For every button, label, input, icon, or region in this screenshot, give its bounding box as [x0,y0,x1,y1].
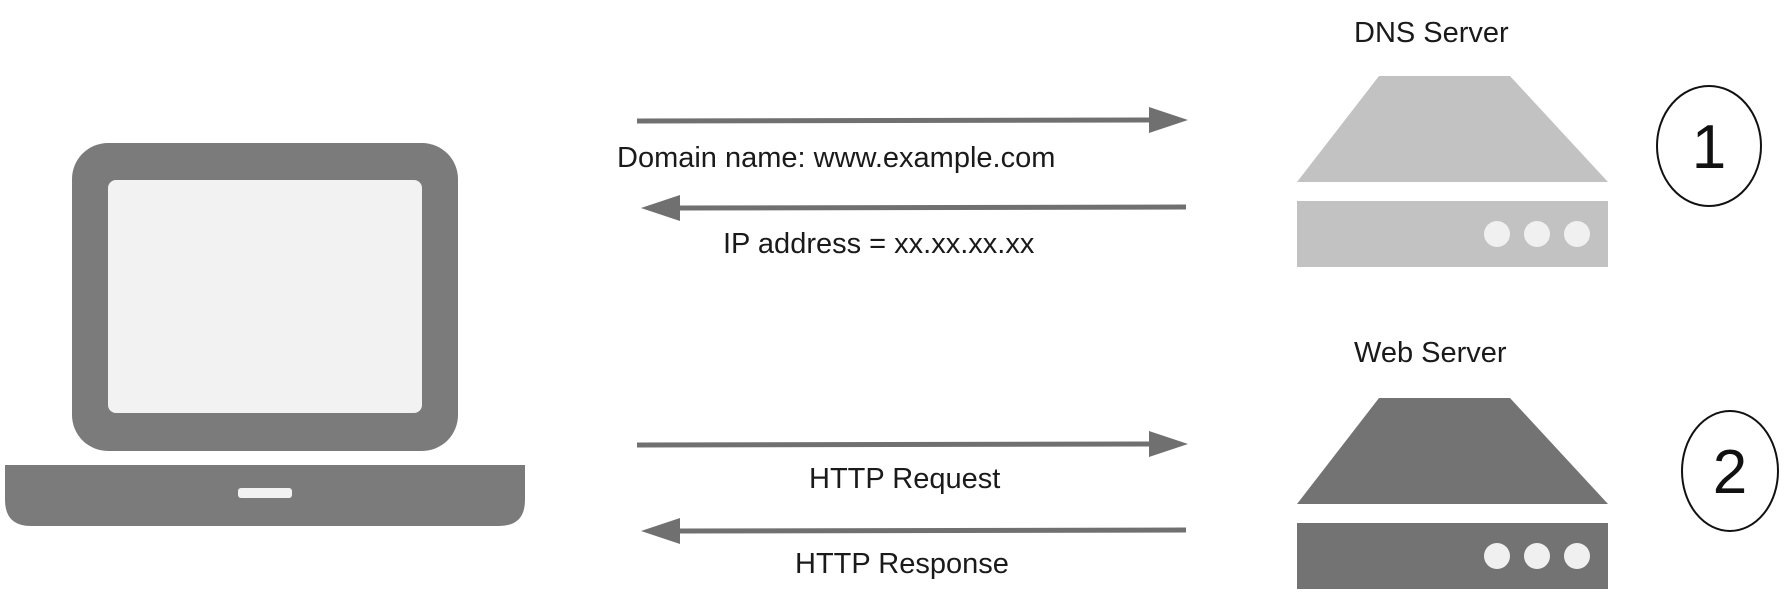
web-server-base [1297,523,1608,589]
http-response-arrow [641,518,1187,544]
web-server-top [1297,398,1608,504]
step-2-badge: 2 [1681,410,1779,532]
laptop-screen [108,180,422,413]
dns-server-light [1484,221,1510,247]
laptop-icon [5,143,525,526]
dns-server-light [1524,221,1550,247]
dns-request-arrow [636,107,1188,133]
step-2-number: 2 [1713,438,1747,507]
dns-server-base [1297,201,1608,267]
laptop-touchpad-slot [238,488,292,498]
web-server-label: Web Server [1354,337,1507,369]
dns-request-label: Domain name: www.example.com [617,142,1055,174]
http-request-label: HTTP Request [809,463,1000,495]
dns-server-light [1564,221,1590,247]
dns-response-label: IP address = xx.xx.xx.xx [723,228,1035,260]
dns-server-label: DNS Server [1354,17,1509,49]
web-server-icon [1297,398,1608,589]
dns-server-top [1297,76,1608,182]
web-server-light [1564,543,1590,569]
step-1-number: 1 [1692,113,1726,182]
dns-response-arrow [641,195,1187,221]
http-response-label: HTTP Response [795,548,1009,580]
web-server-light [1524,543,1550,569]
step-1-badge: 1 [1656,85,1762,207]
web-server-light [1484,543,1510,569]
dns-server-icon [1297,76,1608,267]
http-request-arrow [636,431,1188,457]
